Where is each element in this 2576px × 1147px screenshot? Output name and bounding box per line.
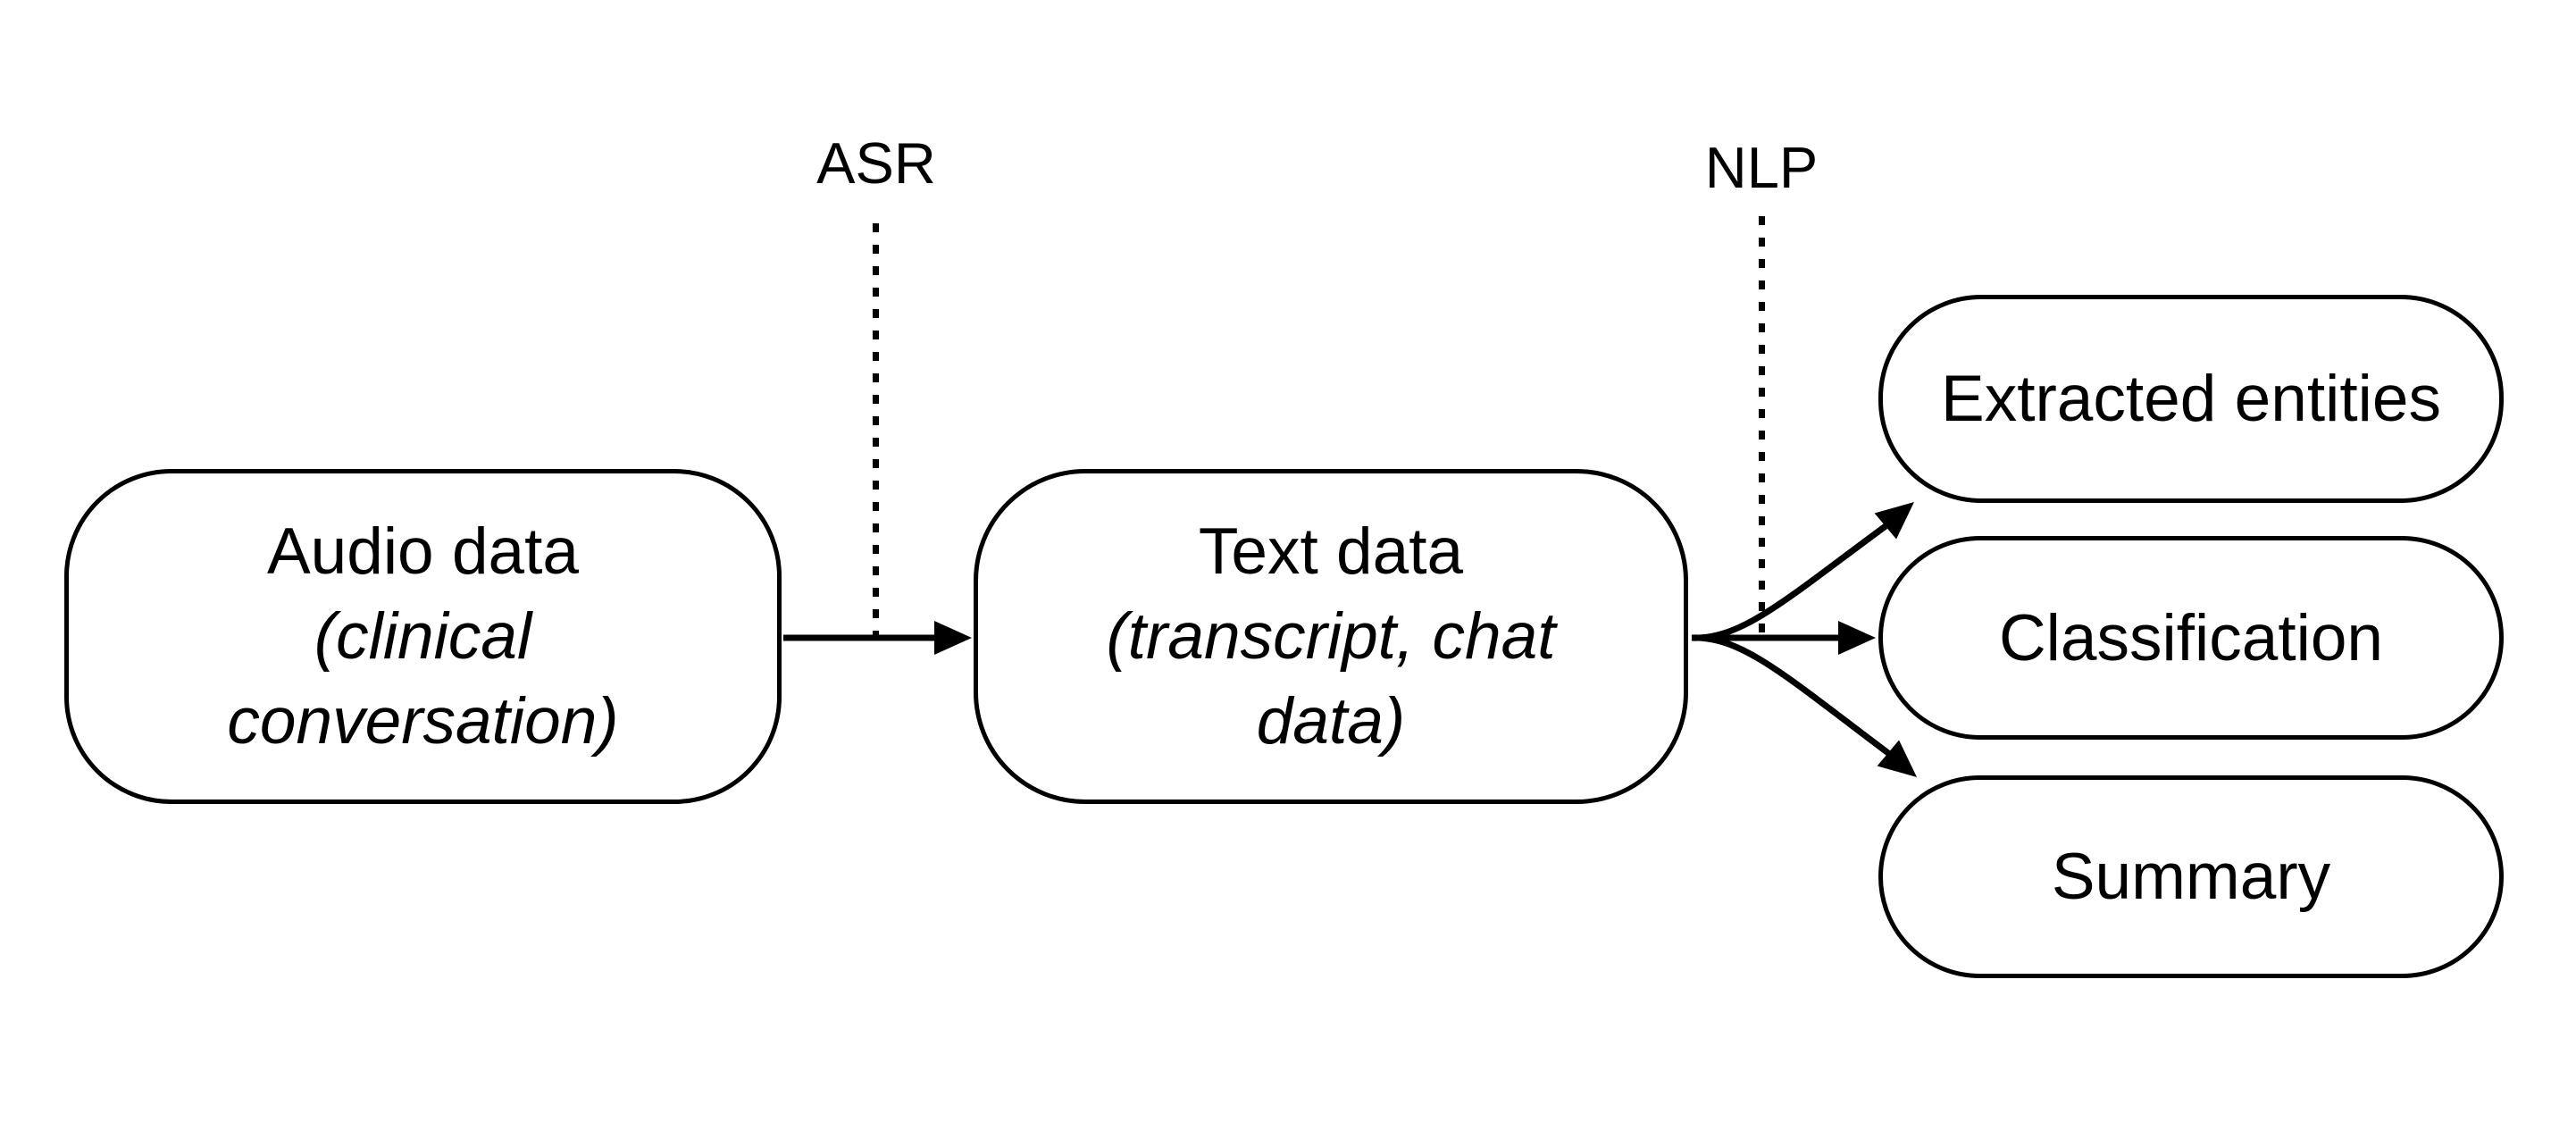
output-label-classification: Classification [1998,601,2384,674]
text-data-node: Text data (transcript, chat data) [974,469,1688,804]
audio-node-subtitle-line2: conversation) [227,685,619,758]
audio-data-node: Audio data (clinical conversation) [64,469,782,804]
output-node-classification: Classification [1878,536,2504,740]
output-node-extracted-entities: Extracted entities [1878,295,2504,503]
audio-node-title: Audio data [266,515,580,588]
output-label-summary: Summary [2051,841,2331,913]
arrow-text-to-classification [1692,621,1876,655]
audio-node-subtitle-line1: (clinical [314,600,532,673]
nlp-stage-label: NLP [1704,135,1819,200]
asr-dotted-line [873,223,879,636]
asr-stage-label: ASR [816,130,936,196]
nlp-dotted-line [1759,216,1765,636]
output-node-summary: Summary [1878,775,2504,978]
text-node-subtitle-line1: (transcript, chat [1106,600,1556,673]
text-node-subtitle-line2: data) [1256,685,1406,758]
text-node-title: Text data [1198,515,1464,588]
output-label-extracted-entities: Extracted entities [1941,363,2441,435]
